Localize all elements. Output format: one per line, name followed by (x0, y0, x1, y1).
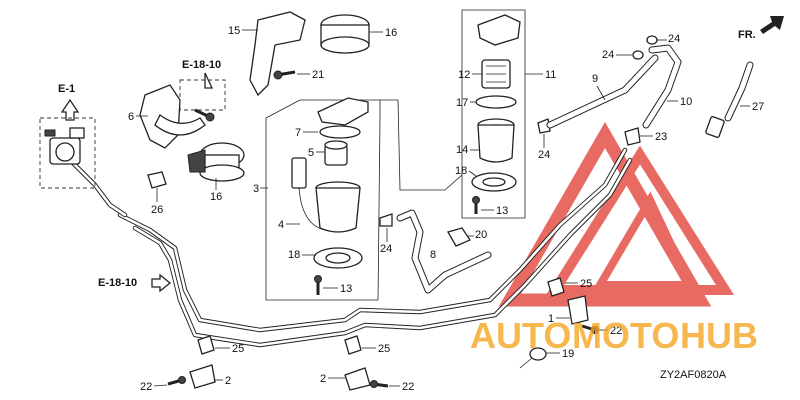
svg-text:2: 2 (320, 373, 326, 385)
e1810-top-arrow-icon (204, 72, 214, 89)
filter-12[interactable]: 12 (458, 59, 511, 89)
svg-text:HUB: HUB (680, 315, 758, 356)
hose-27[interactable]: 27 (705, 61, 764, 138)
svg-text:24: 24 (602, 49, 614, 61)
svg-text:16: 16 (210, 191, 222, 203)
svg-text:4: 4 (278, 219, 284, 231)
svg-text:18: 18 (455, 165, 467, 177)
clip-25-mid[interactable]: 25 (344, 335, 390, 355)
svg-text:25: 25 (378, 343, 390, 355)
svg-text:10: 10 (680, 96, 692, 108)
hose-clip-24-left[interactable]: 24 (379, 213, 393, 255)
svg-text:25: 25 (580, 278, 592, 290)
svg-text:18: 18 (288, 249, 300, 261)
bolt-22-bottom-mid[interactable]: 22 (370, 380, 415, 394)
hose-10[interactable]: 10 (642, 44, 692, 129)
svg-text:7: 7 (295, 127, 301, 139)
e1-arrow-icon (60, 98, 80, 121)
svg-text:21: 21 (312, 69, 324, 81)
svg-text:19: 19 (562, 348, 574, 360)
screw-13-right[interactable]: 13 (472, 196, 509, 218)
svg-text:11: 11 (545, 69, 556, 81)
svg-text:14: 14 (456, 144, 468, 156)
clamp-16-upper[interactable]: 16 (320, 14, 397, 54)
hose-clip-24-top[interactable]: 24 (602, 49, 644, 61)
svg-text:24: 24 (668, 33, 680, 45)
svg-text:17: 17 (456, 97, 468, 109)
svg-text:6: 6 (128, 111, 134, 123)
oring-17[interactable]: 17 (456, 95, 517, 109)
plate-18-left[interactable]: 18 (288, 247, 363, 269)
fuel-pump-assembly[interactable] (44, 127, 85, 165)
clip-20[interactable]: 20 (447, 227, 487, 247)
svg-text:22: 22 (610, 325, 622, 337)
cap-top-11[interactable] (477, 14, 521, 46)
hose-clip-24-mid[interactable]: 24 (537, 118, 551, 161)
clip-25-left[interactable]: 25 (197, 335, 244, 355)
bracket-2-mid[interactable]: 2 (320, 367, 371, 391)
e1-reference[interactable]: E-1 (58, 83, 80, 121)
hose-9[interactable]: 9 (546, 54, 659, 129)
bolt-22-left[interactable] (194, 108, 215, 122)
svg-text:24: 24 (538, 149, 550, 161)
plate-18-right[interactable]: 18 (455, 165, 517, 192)
e1810-box (179, 79, 226, 111)
hose-clip-24-upper[interactable]: 24 (646, 33, 680, 45)
clamp-16-lower[interactable]: 16 (187, 142, 245, 203)
cap-7[interactable]: 7 (295, 97, 369, 139)
e1810-left-arrow-icon (151, 273, 172, 293)
svg-text:20: 20 (475, 229, 487, 241)
svg-text:16: 16 (385, 27, 397, 39)
svg-text:25: 25 (232, 343, 244, 355)
svg-text:3: 3 (253, 183, 259, 195)
svg-text:15: 15 (228, 25, 240, 37)
fuel-lines (67, 147, 633, 348)
svg-text:12: 12 (458, 69, 470, 81)
screw-13-left[interactable]: 13 (314, 275, 353, 296)
svg-text:26: 26 (151, 204, 163, 216)
strainer-bowl-4[interactable]: 4 (278, 157, 361, 233)
svg-text:22: 22 (402, 381, 414, 393)
svg-text:9: 9 (592, 73, 598, 85)
bolt-21[interactable]: 21 (273, 69, 324, 81)
e1810-left-label: E-18-10 (98, 277, 137, 289)
joint-23[interactable]: 23 (624, 127, 667, 146)
diagram-code: ZY2AF0820A (660, 369, 727, 381)
fr-label: FR. (738, 29, 756, 41)
clip-26[interactable]: 26 (147, 171, 167, 216)
hose-8[interactable]: 8 (396, 209, 492, 294)
watermark-logo (498, 121, 735, 307)
svg-text:2: 2 (225, 375, 231, 387)
svg-text:13: 13 (496, 205, 508, 217)
svg-text:27: 27 (752, 101, 764, 113)
e1810-top-label: E-18-10 (182, 59, 221, 71)
svg-text:MOTO: MOTO (572, 315, 679, 356)
bolt-22-bottom-left[interactable]: 22 (140, 376, 186, 394)
clip-25-right[interactable]: 25 (547, 277, 592, 297)
bowl-14[interactable]: 14 (456, 118, 515, 163)
svg-text:5: 5 (308, 147, 314, 159)
svg-text:22: 22 (140, 381, 152, 393)
bracket-6[interactable]: 6 (128, 84, 206, 149)
e1-label: E-1 (58, 83, 75, 95)
sensor-19[interactable]: 19 (519, 347, 574, 369)
svg-text:24: 24 (380, 243, 392, 255)
e1810-left-reference[interactable]: E-18-10 (98, 273, 172, 293)
bolt-22-right[interactable]: 22 (581, 324, 622, 337)
svg-text:8: 8 (430, 249, 436, 261)
svg-text:1: 1 (548, 313, 554, 325)
svg-text:AUTO: AUTO (470, 315, 571, 356)
fr-arrow-icon (760, 16, 784, 34)
bracket-15[interactable]: 15 (228, 11, 306, 97)
svg-text:13: 13 (340, 283, 352, 295)
direction-indicator[interactable]: FR. (738, 16, 784, 41)
watermark-text: AUTO MOTO HUB (470, 315, 758, 356)
filter-5[interactable]: 5 (308, 140, 348, 166)
e1810-top-reference[interactable]: E-18-10 (182, 59, 221, 89)
svg-text:23: 23 (655, 131, 667, 143)
bracket-1[interactable]: 1 (548, 295, 589, 325)
bracket-2-left[interactable]: 2 (189, 364, 231, 389)
